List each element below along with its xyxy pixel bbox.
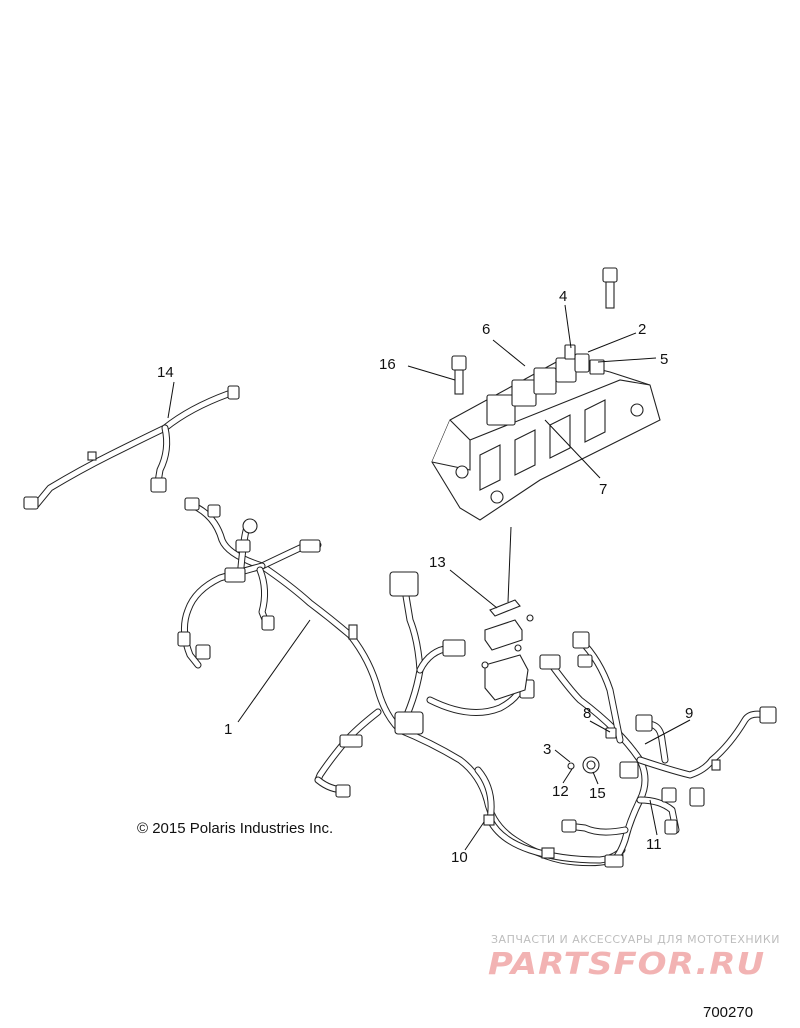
callout-10: 10 — [451, 849, 468, 866]
fuse-relay-box — [431, 344, 661, 521]
harness-10 — [474, 766, 626, 864]
callout-14: 14 — [157, 364, 174, 381]
small-parts — [567, 727, 617, 774]
callout-15: 15 — [589, 785, 606, 802]
leader-lines — [167, 304, 691, 851]
callout-13: 13 — [429, 554, 446, 571]
callout-12: 12 — [552, 783, 569, 800]
bolt-top — [602, 267, 618, 309]
watermark-logo: PARTSFOR.RU — [488, 946, 766, 982]
bolt-16 — [451, 355, 467, 395]
fuse-holder-13 — [481, 599, 534, 701]
callout-11: 11 — [646, 836, 662, 853]
harness-14 — [23, 385, 240, 510]
callout-9: 9 — [685, 705, 693, 722]
copyright-notice: © 2015 Polaris Industries Inc. — [137, 820, 334, 837]
callout-1: 1 — [224, 721, 232, 738]
callout-2: 2 — [638, 321, 646, 338]
callout-5: 5 — [660, 351, 668, 368]
main-harness-1 — [177, 497, 624, 867]
callout-7: 7 — [599, 481, 607, 498]
right-harness — [539, 631, 777, 868]
watermark-tagline: ЗАПЧАСТИ И АКСЕССУАРЫ ДЛЯ МОТОТЕХНИКИ — [491, 933, 780, 946]
callout-16: 16 — [379, 356, 396, 373]
callout-3: 3 — [543, 741, 551, 758]
callout-4: 4 — [559, 288, 567, 305]
callout-8: 8 — [583, 705, 591, 722]
callout-6: 6 — [482, 321, 490, 338]
figure-number: 700270 — [703, 1004, 754, 1021]
